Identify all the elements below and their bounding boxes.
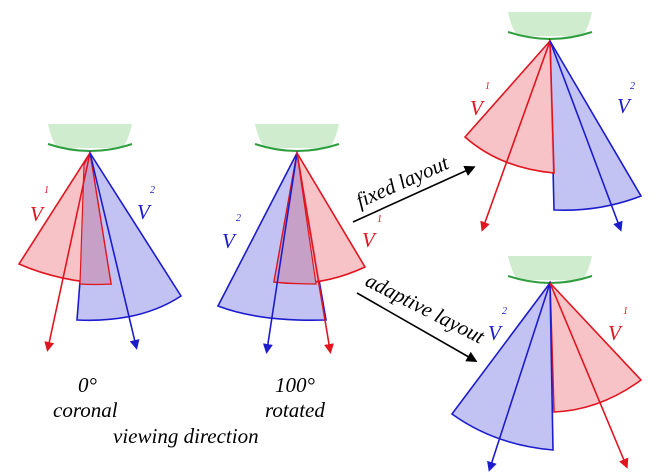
v2-label-adaptive: V <box>488 321 503 345</box>
panel-coronal: V 1 V 2 <box>17 124 183 352</box>
arrow-v2-coronal <box>89 152 140 350</box>
overlap-rotated <box>273 152 317 285</box>
arrow-v1-fixed <box>480 40 551 232</box>
probe-fixed <box>508 12 592 36</box>
v1-sup-adaptive: 1 <box>623 306 628 317</box>
v2-label-fixed: V <box>617 94 632 118</box>
v1-label-fixed: V <box>470 96 485 120</box>
probe-arc-fixed <box>507 31 593 40</box>
arrow-v2-adaptive <box>487 282 551 472</box>
overlap-coronal <box>79 151 112 286</box>
v2-sup-fixed: 2 <box>630 81 635 92</box>
v2-label-coronal: V <box>137 200 152 224</box>
arrow-v1-adaptive <box>549 282 629 469</box>
angle-100-label: 100° <box>275 373 316 397</box>
probe-coronal <box>48 124 132 148</box>
probe-rotated <box>255 124 339 148</box>
angle-0-label: 0° <box>78 373 98 397</box>
sector-v1-fixed <box>463 38 555 174</box>
panel-rotated: V 2 V 1 <box>216 124 382 354</box>
probe-arc-rotated <box>254 143 340 152</box>
probe-arc-coronal <box>47 143 133 152</box>
arrow-to-fixed <box>352 165 476 223</box>
panel-fixed-layout: V 1 V 2 <box>463 12 643 232</box>
coronal-label: coronal <box>53 398 118 422</box>
v2-sup-rotated: 2 <box>236 213 241 224</box>
v2-sup-adaptive: 2 <box>502 306 507 317</box>
arrow-v2-rotated <box>262 152 298 354</box>
fixed-layout-label: fixed layout <box>352 150 453 212</box>
arrow-v1-rotated <box>296 152 334 354</box>
v1-sup-coronal: 1 <box>44 185 49 196</box>
v1-sup-rotated: 1 <box>377 214 382 225</box>
sector-v2-fixed <box>549 37 643 212</box>
v2-label-rotated: V <box>222 229 237 253</box>
sector-v1-adaptive <box>549 280 643 413</box>
v1-label-rotated: V <box>362 228 377 252</box>
v1-sup-fixed: 1 <box>485 81 490 92</box>
arrow-to-adaptive <box>356 292 478 362</box>
v1-label-adaptive: V <box>608 321 623 345</box>
viewing-direction-label: viewing direction <box>113 424 259 448</box>
panel-adaptive-layout: V 2 V 1 <box>450 256 643 472</box>
arrow-v2-fixed <box>549 40 623 232</box>
arrow-v1-coronal <box>44 152 91 352</box>
adaptive-layout-label: adaptive layout <box>362 268 490 349</box>
v1-label-coronal: V <box>30 202 45 226</box>
v2-sup-coronal: 2 <box>150 185 155 196</box>
rotated-label: rotated <box>265 398 325 422</box>
probe-adaptive <box>508 256 592 280</box>
